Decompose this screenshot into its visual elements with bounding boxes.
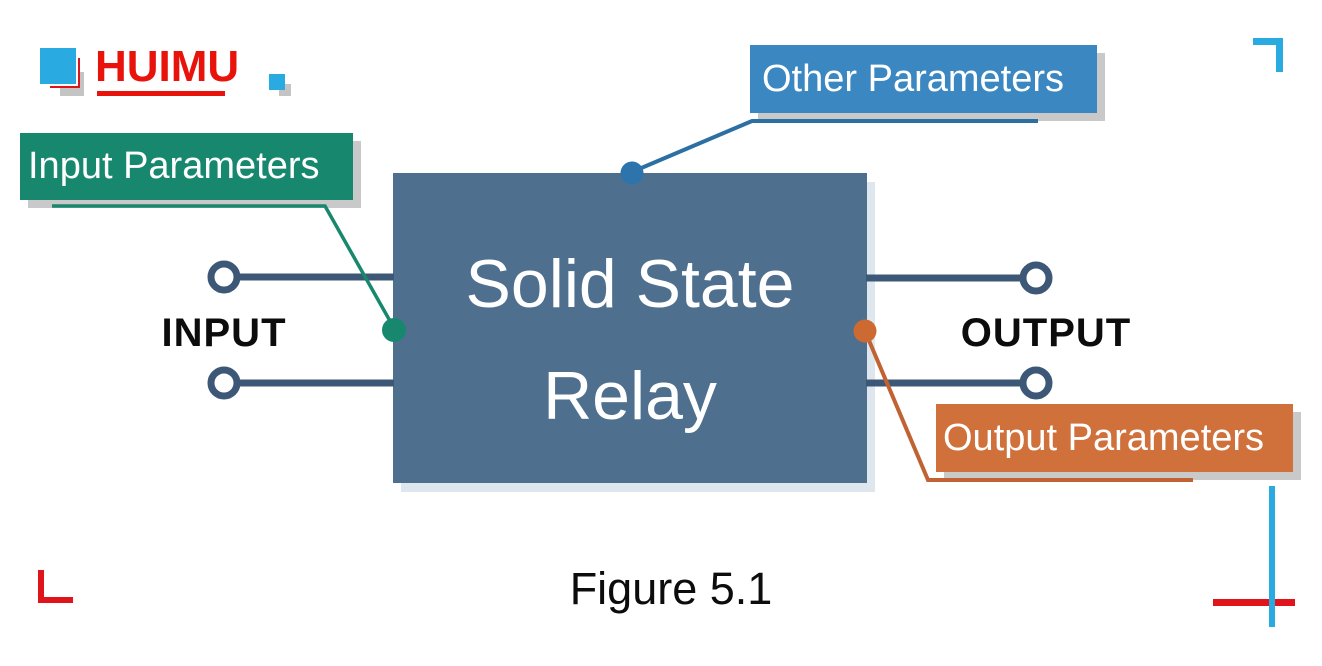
corner-bracket-top-right-vertical <box>1276 38 1283 72</box>
solid-state-relay-block: Solid State Relay <box>393 173 867 483</box>
crosshair-red-line <box>1213 599 1295 606</box>
corner-bracket-bottom-left-horizontal <box>38 597 73 603</box>
corner-bracket-top-right-horizontal <box>1253 38 1283 45</box>
input-callout-line <box>52 204 396 329</box>
figure-caption: Figure 5.1 <box>569 563 773 614</box>
logo-underline <box>97 91 225 96</box>
input-terminal-bottom-icon <box>207 366 241 400</box>
logo-blue-square-icon <box>38 46 78 86</box>
input-port-label: INPUT <box>161 311 287 355</box>
output-port-label: OUTPUT <box>960 311 1132 355</box>
relay-title-line1: Solid State <box>465 246 795 322</box>
output-terminal-top-icon <box>1019 261 1053 295</box>
other-callout-line <box>631 119 1038 174</box>
input-terminal-top-icon <box>207 260 241 294</box>
logo-small-blue-square-icon <box>269 74 285 90</box>
output-terminal-bottom-icon <box>1019 366 1053 400</box>
relay-title-line2: Relay <box>543 358 717 434</box>
input-parameters-label: Input Parameters <box>20 133 353 200</box>
logo-wordmark: HUIMU <box>95 42 240 91</box>
other-parameters-label: Other Parameters <box>750 45 1097 113</box>
output-parameters-label: Output Parameters <box>936 404 1293 472</box>
crosshair-blue-line <box>1269 486 1275 627</box>
corner-bracket-bottom-left-vertical <box>38 570 44 603</box>
